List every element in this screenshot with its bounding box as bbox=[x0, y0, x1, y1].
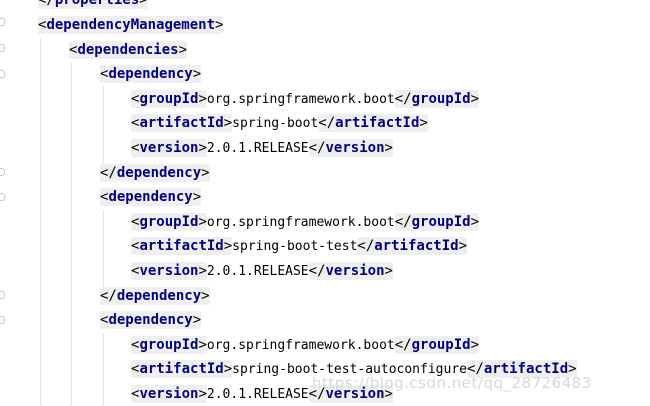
opening-tag-dependency[interactable]: <dependency> bbox=[100, 65, 202, 83]
closing-tag-properties[interactable]: </properties> bbox=[38, 0, 148, 9]
opening-tag-version[interactable]: <version> bbox=[131, 139, 207, 157]
code-line[interactable]: <dependency> bbox=[100, 62, 202, 86]
closing-tag-groupid[interactable]: </groupId> bbox=[394, 336, 480, 354]
code-line[interactable]: <version>2.0.1.RELEASE</version> bbox=[131, 259, 393, 283]
code-line[interactable]: </dependency> bbox=[100, 161, 210, 185]
code-line[interactable]: <dependency> bbox=[100, 185, 202, 209]
editor-gutter bbox=[0, 0, 10, 406]
opening-tag-dependency[interactable]: <dependency> bbox=[100, 311, 202, 329]
indent-guide bbox=[103, 86, 104, 164]
tag-name: version bbox=[139, 140, 199, 156]
closing-tag-version[interactable]: </version> bbox=[308, 262, 393, 280]
tag-name: artifactId bbox=[374, 238, 459, 254]
indent-guide bbox=[103, 210, 104, 288]
closing-tag-groupid[interactable]: </groupId> bbox=[394, 90, 480, 108]
opening-tag-artifactid[interactable]: <artifactId> bbox=[131, 114, 233, 132]
tag-name: dependency bbox=[108, 189, 193, 205]
fold-marker-icon[interactable] bbox=[0, 316, 5, 324]
closing-tag-version[interactable]: </version> bbox=[308, 385, 393, 403]
code-line[interactable]: <dependencyManagement> bbox=[38, 13, 224, 37]
opening-tag-version[interactable]: <version> bbox=[131, 385, 207, 403]
element-value: spring-boot-test-autoconfigure bbox=[232, 362, 467, 377]
element-value: spring-boot-test bbox=[232, 239, 358, 254]
closing-tag-dependency[interactable]: </dependency> bbox=[100, 287, 210, 305]
closing-tag-version[interactable]: </version> bbox=[308, 139, 393, 157]
closing-tag-artifactid[interactable]: </artifactId> bbox=[466, 360, 577, 378]
element-value: org.springframework.boot bbox=[206, 338, 395, 353]
opening-tag-dependencies[interactable]: <dependencies> bbox=[69, 41, 188, 59]
fold-marker-icon[interactable] bbox=[0, 18, 5, 26]
code-line[interactable]: </properties> bbox=[38, 0, 148, 12]
tag-name: dependencyManagement bbox=[46, 17, 216, 33]
code-line[interactable]: <version>2.0.1.RELEASE</version> bbox=[131, 382, 393, 406]
element-value: 2.0.1.RELEASE bbox=[206, 387, 309, 402]
element-value: 2.0.1.RELEASE bbox=[206, 264, 309, 279]
tag-name: groupId bbox=[411, 91, 471, 107]
tag-name: dependencies bbox=[77, 42, 179, 58]
tag-name: artifactId bbox=[139, 115, 224, 131]
tag-name: artifactId bbox=[483, 361, 569, 377]
indent-guide bbox=[103, 333, 104, 406]
opening-tag-artifactid[interactable]: <artifactId> bbox=[131, 237, 233, 255]
fold-marker-icon[interactable] bbox=[0, 291, 5, 299]
tag-name: version bbox=[139, 263, 199, 279]
element-value: org.springframework.boot bbox=[206, 92, 395, 107]
opening-tag-dependency[interactable]: <dependency> bbox=[100, 188, 202, 206]
element-value: spring-boot bbox=[232, 116, 319, 131]
code-line[interactable]: <artifactId>spring-boot</artifactId> bbox=[131, 111, 428, 135]
tag-name: groupId bbox=[139, 214, 199, 230]
opening-tag-groupid[interactable]: <groupId> bbox=[131, 90, 207, 108]
tag-name: groupId bbox=[139, 337, 199, 353]
code-line[interactable]: <dependency> bbox=[100, 308, 202, 332]
tag-name: groupId bbox=[411, 337, 471, 353]
opening-tag-groupid[interactable]: <groupId> bbox=[131, 213, 207, 231]
fold-marker-icon[interactable] bbox=[0, 193, 5, 201]
code-line[interactable]: <groupId>org.springframework.boot</group… bbox=[131, 333, 480, 357]
code-line[interactable]: <groupId>org.springframework.boot</group… bbox=[131, 87, 480, 111]
tag-name: dependency bbox=[108, 66, 193, 82]
opening-tag-version[interactable]: <version> bbox=[131, 262, 207, 280]
tag-name: artifactId bbox=[335, 115, 420, 131]
tag-name: artifactId bbox=[139, 361, 224, 377]
indent-guide bbox=[40, 38, 41, 406]
code-line[interactable]: <dependencies> bbox=[69, 38, 188, 62]
fold-marker-icon[interactable] bbox=[0, 44, 5, 52]
code-line[interactable]: <artifactId>spring-boot-test-autoconfigu… bbox=[131, 357, 577, 381]
element-value: org.springframework.boot bbox=[206, 215, 395, 230]
fold-marker-icon[interactable] bbox=[0, 168, 5, 176]
code-line[interactable]: </dependency> bbox=[100, 284, 210, 308]
tag-name: groupId bbox=[411, 214, 471, 230]
tag-name: artifactId bbox=[139, 238, 224, 254]
closing-tag-groupid[interactable]: </groupId> bbox=[394, 213, 480, 231]
tag-name: version bbox=[325, 140, 385, 156]
opening-tag-groupid[interactable]: <groupId> bbox=[131, 336, 207, 354]
closing-tag-artifactid[interactable]: </artifactId> bbox=[357, 237, 467, 255]
opening-tag-artifactid[interactable]: <artifactId> bbox=[131, 360, 233, 378]
opening-tag-dependencymanagement[interactable]: <dependencyManagement> bbox=[38, 16, 224, 34]
tag-name: groupId bbox=[139, 91, 199, 107]
indent-guide bbox=[71, 62, 72, 406]
element-value: 2.0.1.RELEASE bbox=[206, 141, 309, 156]
tag-name: dependency bbox=[116, 288, 202, 304]
tag-name: version bbox=[325, 386, 385, 402]
tag-name: version bbox=[325, 263, 385, 279]
fold-marker-icon[interactable] bbox=[0, 70, 5, 78]
code-line[interactable]: <groupId>org.springframework.boot</group… bbox=[131, 210, 480, 234]
closing-tag-artifactid[interactable]: </artifactId> bbox=[318, 114, 428, 132]
tag-name: dependency bbox=[116, 165, 202, 181]
code-line[interactable]: <version>2.0.1.RELEASE</version> bbox=[131, 136, 393, 160]
tag-name: version bbox=[139, 386, 199, 402]
closing-tag-dependency[interactable]: </dependency> bbox=[100, 164, 210, 182]
tag-name: dependency bbox=[108, 312, 193, 328]
code-line[interactable]: <artifactId>spring-boot-test</artifactId… bbox=[131, 234, 467, 258]
tag-name: properties bbox=[54, 0, 140, 8]
